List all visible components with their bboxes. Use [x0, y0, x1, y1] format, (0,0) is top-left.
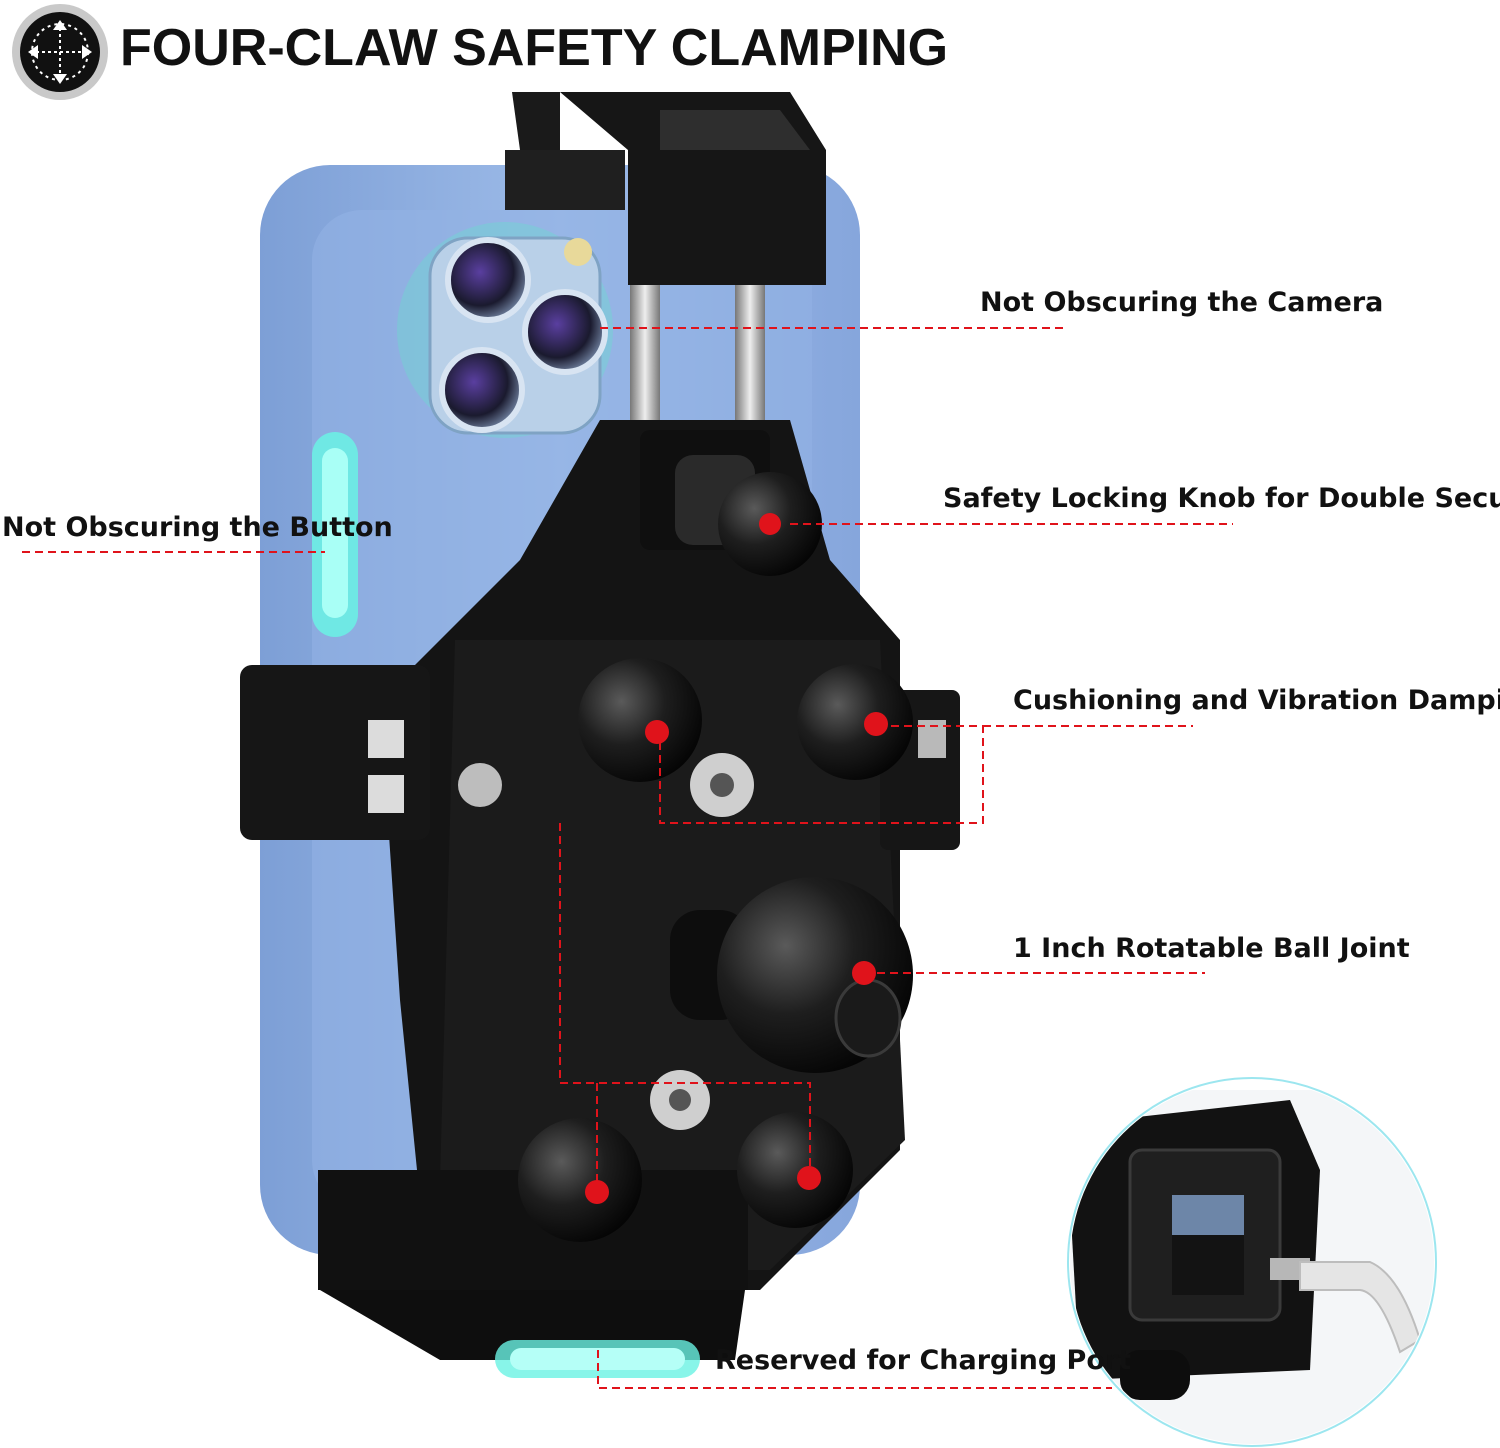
ball-joint — [670, 877, 913, 1073]
damping-balls — [518, 658, 913, 1242]
label-camera: Not Obscuring the Camera — [980, 287, 1384, 318]
page-title: FOUR-CLAW SAFETY CLAMPING — [120, 19, 949, 77]
label-damping: Cushioning and Vibration Damping — [1013, 685, 1500, 716]
callout-lines — [22, 327, 1233, 1389]
label-ball-joint: 1 Inch Rotatable Ball Joint — [1013, 933, 1410, 964]
top-claw — [505, 92, 826, 440]
label-button: Not Obscuring the Button — [2, 512, 393, 543]
header-badge — [12, 4, 108, 100]
side-button-highlight — [312, 432, 358, 637]
charging-port-highlight — [495, 1340, 700, 1378]
camera-module — [397, 222, 613, 438]
label-charging: Reserved for Charging Port — [715, 1345, 1132, 1376]
label-knob: Safety Locking Knob for Double Secutiry — [943, 483, 1500, 514]
callout-dots — [585, 513, 888, 1204]
move-arrows-icon — [20, 12, 100, 92]
charging-port-inset — [1067, 1077, 1437, 1447]
left-claw — [240, 665, 502, 840]
